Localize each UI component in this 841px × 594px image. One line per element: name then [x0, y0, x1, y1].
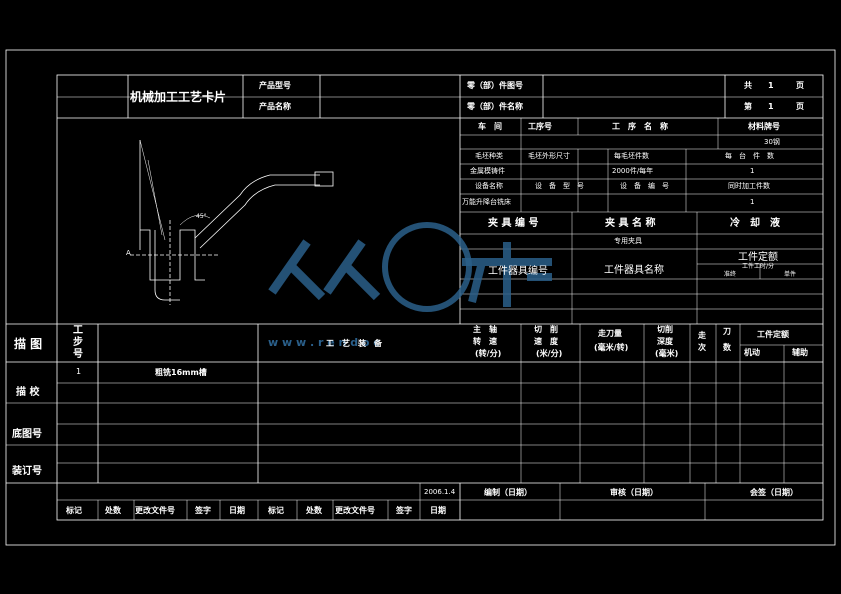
coolant-label: 冷 却 液 — [730, 218, 780, 229]
blank-size-label: 毛坯外形尺寸 — [528, 152, 570, 160]
blank-count-label: 每毛坯件数 — [614, 152, 649, 160]
compile-label: 编制（日期） — [484, 488, 532, 497]
product-model-label: 产品型号 — [259, 81, 291, 90]
footer-col-mark-1: 标记 — [66, 506, 82, 515]
total-unit: 页 — [796, 81, 804, 90]
footer-col-sign-2: 签字 — [396, 506, 412, 515]
svg-text:45°: 45° — [196, 213, 207, 220]
total-label: 共 — [744, 81, 752, 90]
page-unit: 页 — [796, 102, 804, 111]
quota-prep: 准终 — [724, 271, 737, 278]
op-desc: 粗铣16mm槽 — [155, 368, 207, 377]
step-header-2: 步 — [73, 337, 83, 348]
footer-date: 2006.1.4 — [424, 488, 456, 496]
cut-speed-header-2: 速 度 — [534, 337, 558, 346]
footer-col-mark-2: 标记 — [268, 506, 284, 515]
feed-header-2: (毫米/转) — [594, 343, 629, 352]
footer-col-date-1: 日期 — [229, 506, 245, 515]
footer-col-date-2: 日期 — [430, 506, 446, 515]
quota-title: 工件定额 — [738, 252, 778, 263]
spindle-header-3: (转/分) — [475, 349, 502, 358]
watermark-url: w w w . r e n d o c — [268, 336, 380, 349]
annual-output-value: 2000件/每年 — [612, 167, 654, 175]
footer-col-docno-2: 更改文件号 — [335, 506, 375, 515]
equip-model-label: 设 备 型 号 — [535, 182, 584, 190]
simul-parts-value: 1 — [750, 198, 755, 206]
cut-speed-header-1: 切 削 — [534, 325, 558, 334]
step-header-3: 号 — [73, 349, 83, 360]
footer-col-sign-1: 签字 — [195, 506, 211, 515]
cut-speed-header-3: (米/分) — [536, 349, 563, 358]
fixture-name-label: 夹 具 名 称 — [605, 218, 656, 229]
binding-no-label: 装订号 — [12, 466, 42, 477]
machine-time-header: 机动 — [744, 348, 760, 357]
fixture-no-label: 夹 具 编 号 — [488, 218, 539, 229]
total-value: 1 — [768, 81, 774, 90]
product-name-label: 产品名称 — [259, 102, 291, 111]
part-drawing-no-label: 零（部）件图号 — [467, 81, 523, 90]
page-value: 1 — [768, 102, 774, 111]
process-name-label: 工 序 名 称 — [612, 122, 668, 131]
equip-name-label: 设备名称 — [475, 182, 503, 190]
feed-header-1: 走刀量 — [598, 329, 622, 338]
passes-header-2: 次 — [698, 343, 706, 352]
watermark-logo — [268, 222, 552, 312]
base-no-label: 底图号 — [12, 429, 42, 440]
equip-no-label: 设 备 编 号 — [620, 182, 669, 190]
fixture-name-value: 专用夹具 — [614, 237, 642, 245]
material-grade-label: 材料牌号 — [748, 122, 780, 131]
depth-header-1: 切削 — [657, 325, 673, 334]
tool-header-2: 数 — [723, 343, 731, 352]
footer-col-docno-1: 更改文件号 — [135, 506, 175, 515]
tool-header-1: 刀 — [723, 327, 731, 336]
step-header-1: 工 — [73, 325, 83, 336]
review-label: 审核（日期） — [610, 488, 658, 497]
part-name-label: 零（部）件名称 — [467, 102, 523, 111]
passes-header-1: 走 — [698, 331, 706, 340]
blank-type-label: 毛坯种类 — [475, 152, 503, 160]
spindle-header-2: 转 速 — [473, 337, 497, 346]
trace-label: 描 校 — [16, 387, 40, 398]
piece-count-label: 每 台 件 数 — [725, 152, 774, 160]
equip-name-value: 万能升降台铣床 — [462, 198, 511, 206]
aux-time-header: 辅助 — [792, 348, 808, 357]
process-no-label: 工序号 — [528, 122, 552, 131]
part-drawing: A 45° — [126, 139, 334, 305]
station-tool-no-label: 工件器具编号 — [488, 266, 548, 277]
simul-parts-label: 同时加工件数 — [728, 182, 770, 190]
piece-count-value: 1 — [750, 167, 755, 175]
quota-sub: 工件工时/分 — [742, 263, 775, 270]
station-tool-name-label: 工件器具名称 — [604, 265, 664, 276]
page-label: 第 — [744, 102, 752, 111]
spindle-header-1: 主 轴 — [473, 325, 497, 334]
op-step: 1 — [76, 367, 82, 376]
countersign-label: 会签（日期） — [750, 488, 798, 497]
footer-col-count-2: 处数 — [306, 506, 322, 515]
depth-header-3: (毫米) — [655, 349, 679, 358]
svg-text:A: A — [126, 249, 131, 257]
footer-col-count-1: 处数 — [105, 506, 121, 515]
depth-header-2: 深度 — [657, 337, 673, 346]
material-value: 30钢 — [764, 138, 780, 146]
draw-label: 描 图 — [14, 337, 43, 351]
desc-header: 工 艺 装 备 — [326, 339, 382, 348]
quota-unit: 单件 — [784, 271, 797, 278]
workshop-label: 车 间 — [478, 122, 502, 131]
card-title: 机械加工工艺卡片 — [130, 90, 227, 104]
quota-header: 工件定额 — [757, 330, 789, 339]
blank-type-value: 金属模铸件 — [470, 167, 505, 175]
